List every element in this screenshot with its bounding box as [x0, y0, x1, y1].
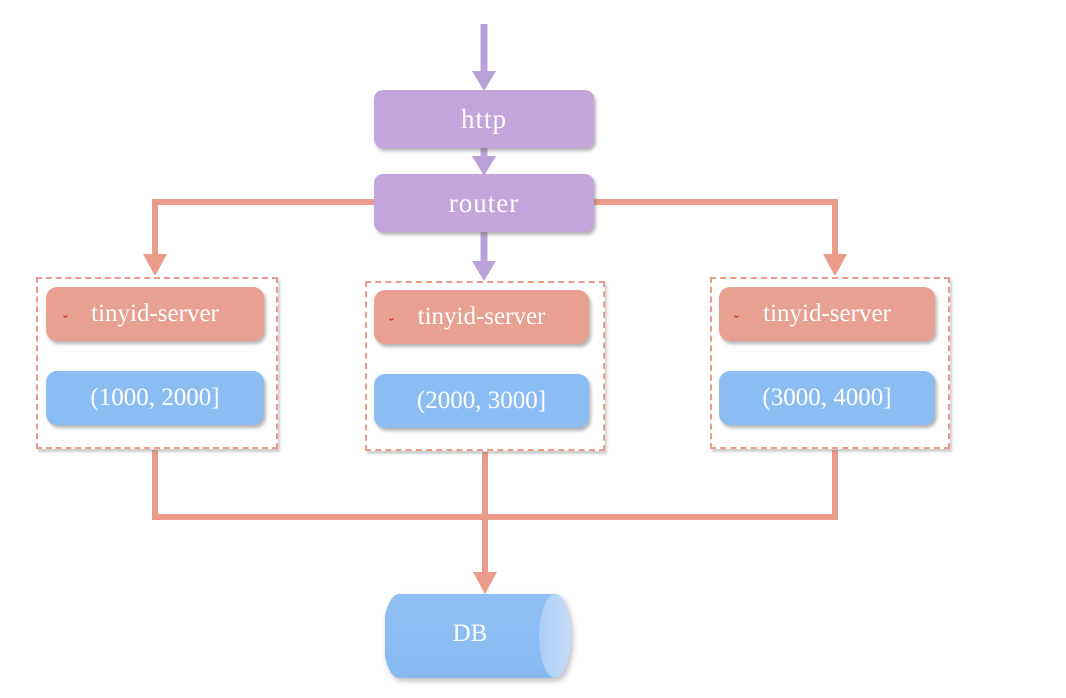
connector-router-to-server-middle: [472, 232, 496, 281]
server-group-1-server-label: tinyid-server: [91, 300, 219, 327]
server-group-1-segment-box[interactable]: (1000, 2000]: [46, 371, 264, 425]
server-group-3-server-box[interactable]: tinyid-server: [719, 287, 935, 341]
server-group-2-segment-label: (2000, 3000]: [416, 387, 547, 414]
connector-servers-to-db: [152, 450, 838, 594]
server-group-1-segment-label: (1000, 2000]: [90, 384, 220, 411]
connector-entry-to-http: [472, 24, 496, 91]
node-db-label: DB: [452, 620, 488, 647]
node-http[interactable]: http: [374, 90, 594, 148]
server-group-2-server-box[interactable]: tinyid-server: [374, 290, 589, 344]
server-group-3-segment-box[interactable]: (3000, 4000]: [719, 371, 935, 425]
server-group-3-server-label: tinyid-server: [763, 300, 891, 327]
node-router-label: router: [448, 187, 520, 218]
server-group-1[interactable]: [36, 277, 278, 449]
connector-http-to-router: [472, 148, 496, 176]
connector-router-to-server-right: [594, 199, 847, 276]
server-group-2-segment-box[interactable]: (2000, 3000]: [374, 374, 589, 428]
server-group-3-segment-label: (3000, 4000]: [762, 384, 892, 411]
node-db[interactable]: [385, 590, 585, 682]
node-router[interactable]: router: [374, 174, 594, 232]
server-group-2-server-label: tinyid-server: [417, 303, 546, 330]
server-group-3[interactable]: [710, 277, 950, 449]
node-http-label: http: [460, 103, 507, 134]
connector-router-to-server-left: [143, 199, 374, 276]
server-group-1-server-box[interactable]: tinyid-server: [46, 287, 264, 341]
